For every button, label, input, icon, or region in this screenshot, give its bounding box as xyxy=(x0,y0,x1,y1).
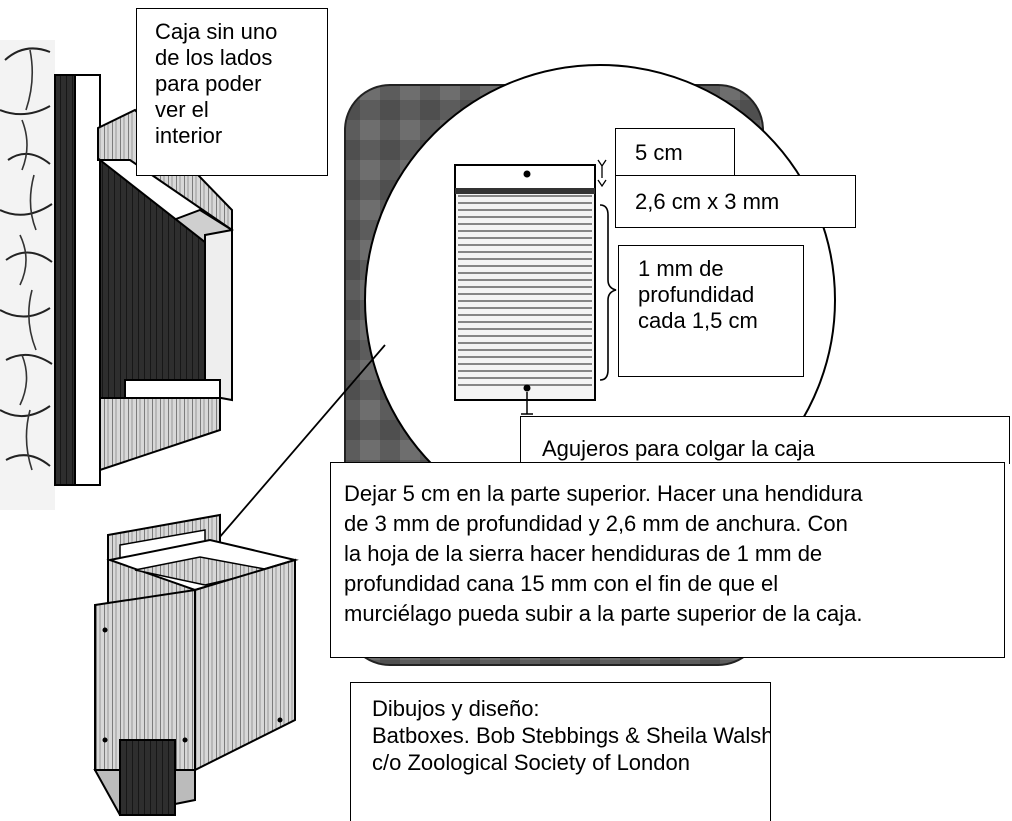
cut-side-callout: Caja sin uno de los lados para poder ver… xyxy=(136,8,328,176)
callout-line: interior xyxy=(155,123,223,148)
hanging-holes-label: Agujeros para colgar la caja xyxy=(542,436,815,461)
callout-line: Caja sin uno xyxy=(155,19,278,44)
grooves-line: profundidad xyxy=(638,282,755,307)
credits-line: Dibujos y diseño: xyxy=(372,696,540,721)
open-box-drawing xyxy=(93,513,299,817)
callout-line: de los lados xyxy=(155,45,273,70)
slot-size-label: 2,6 cm x 3 mm xyxy=(635,189,780,214)
instructions-line: profundidad cana 15 mm con el fin de que… xyxy=(344,571,779,596)
hanging-holes-callout: Agujeros para colgar la caja xyxy=(520,416,1010,464)
top-margin-callout: 5 cm xyxy=(615,128,735,176)
stone-wall xyxy=(0,40,55,510)
instructions-line: Dejar 5 cm en la parte superior. Hacer u… xyxy=(344,481,863,506)
credits-line: c/o Zoological Society of London xyxy=(372,750,690,775)
callout-line: ver el xyxy=(155,97,209,122)
grooves-callout: 1 mm de profundidad cada 1,5 cm xyxy=(618,245,804,377)
instructions-line: de 3 mm de profundidad y 2,6 mm de anchu… xyxy=(344,511,848,536)
credits-line: Batboxes. Bob Stebbings & Sheila Walsh, … xyxy=(372,723,770,748)
grooves-line: 1 mm de xyxy=(638,256,724,281)
magnifier-leader-line xyxy=(199,344,386,561)
credits-callout: Dibujos y diseño: Batboxes. Bob Stebbing… xyxy=(350,682,771,821)
instructions-callout: Dejar 5 cm en la parte superior. Hacer u… xyxy=(330,462,1005,658)
instructions-line: la hoja de la sierra hacer hendiduras de… xyxy=(344,541,823,566)
callout-line: para poder xyxy=(155,71,262,96)
top-margin-label: 5 cm xyxy=(635,140,683,165)
instructions-line: murciélago pueda subir a la parte superi… xyxy=(344,601,863,626)
grooved-board xyxy=(454,159,617,415)
grooves-line: cada 1,5 cm xyxy=(638,308,758,333)
slot-size-callout: 2,6 cm x 3 mm xyxy=(615,175,856,228)
